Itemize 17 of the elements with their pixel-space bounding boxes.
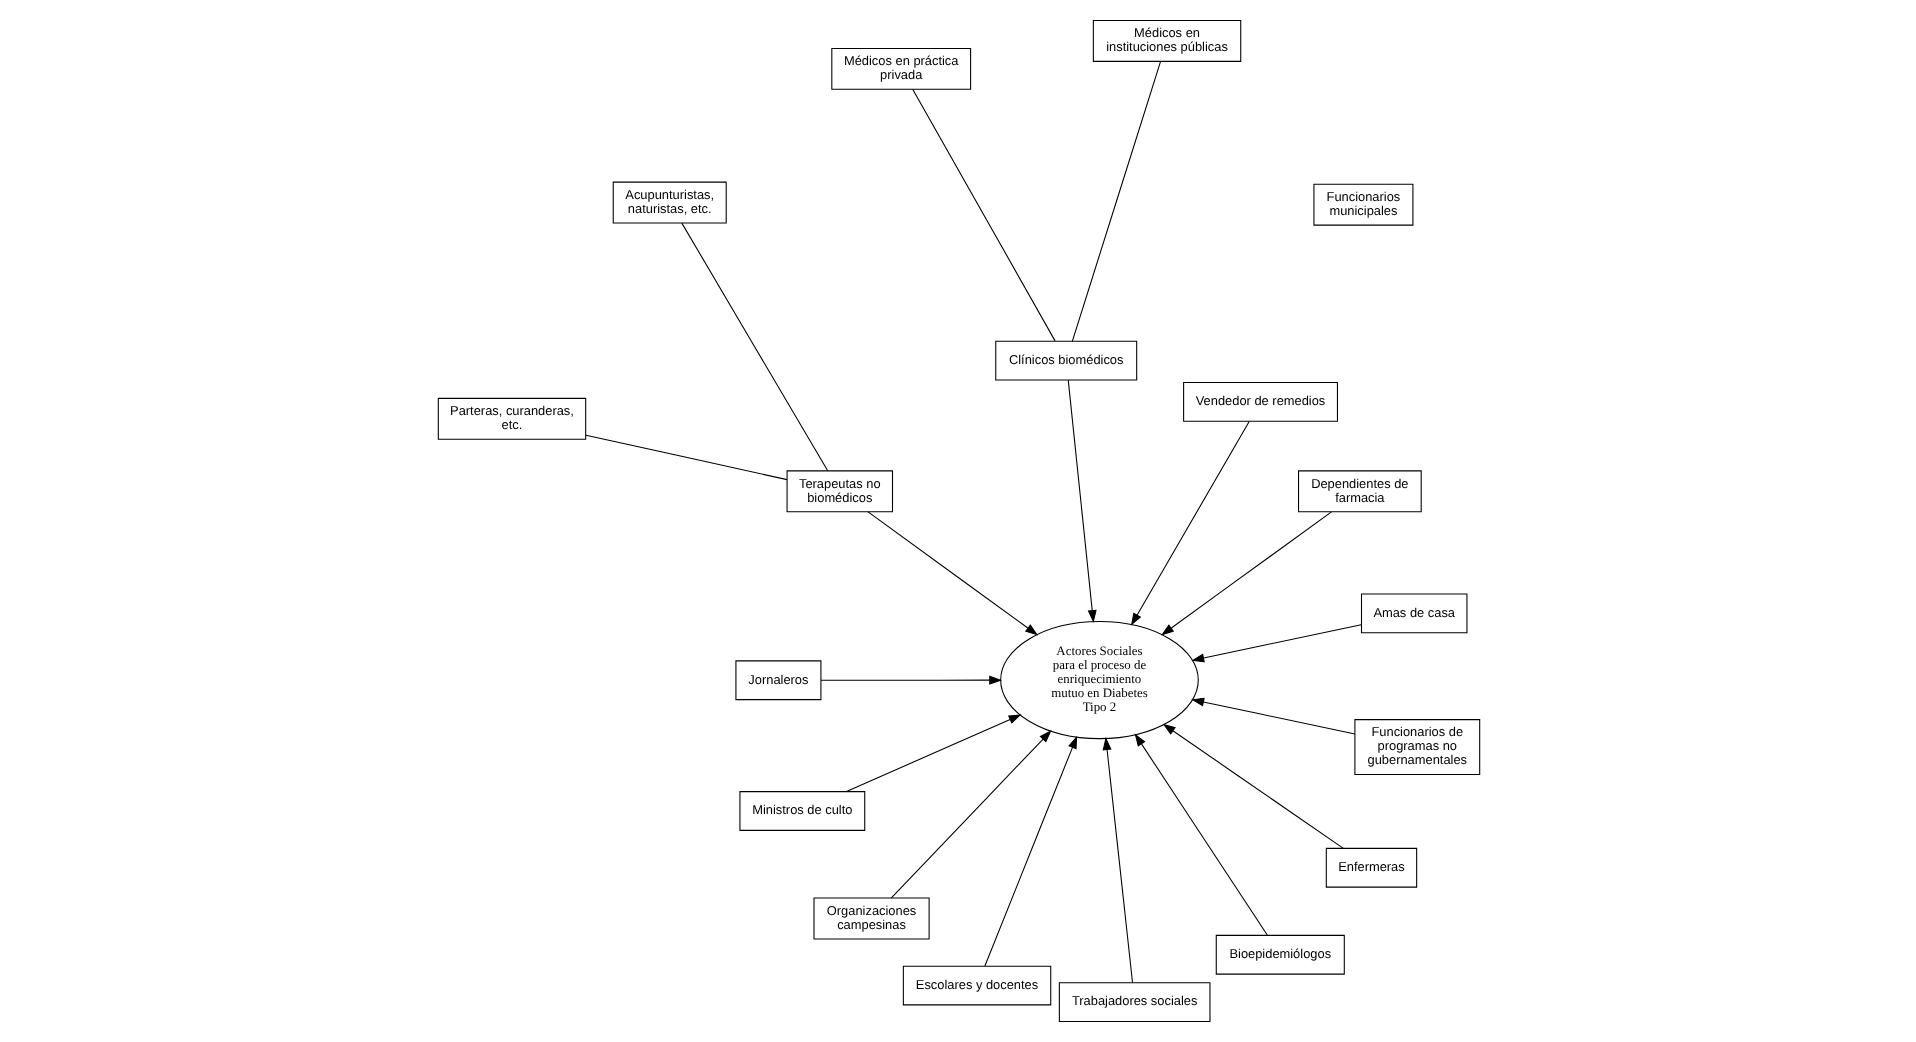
connector <box>680 222 828 472</box>
arrow <box>1129 420 1249 626</box>
arrow <box>1190 697 1355 735</box>
arrow <box>889 730 1051 899</box>
connector <box>1070 60 1161 342</box>
arrow <box>844 714 1021 793</box>
arrow <box>866 511 1038 636</box>
arrow <box>1133 733 1267 936</box>
arrow <box>1160 511 1332 636</box>
arrow <box>983 735 1077 967</box>
arrow <box>1161 723 1343 849</box>
arrow <box>1190 624 1361 663</box>
arrow <box>1101 737 1133 983</box>
connector <box>584 434 787 481</box>
connector <box>911 88 1055 342</box>
arrow <box>1066 379 1096 623</box>
arrow <box>819 675 1002 685</box>
